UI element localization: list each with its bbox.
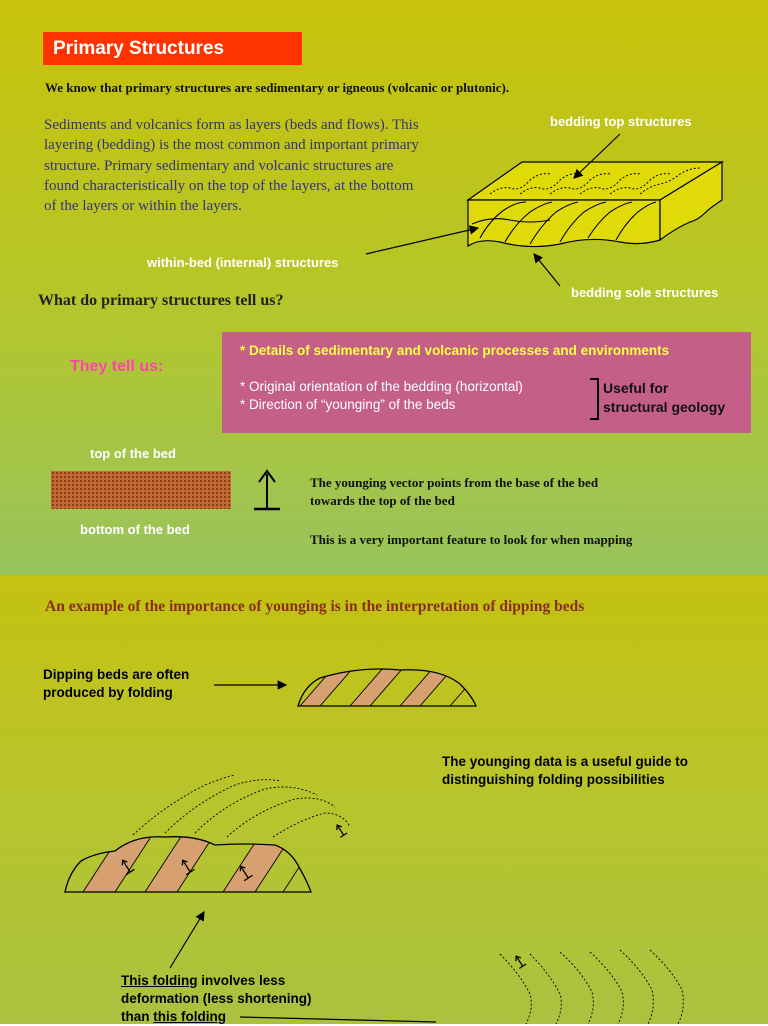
block-side-face: [659, 160, 723, 242]
folding-line-3-prefix: than: [121, 1009, 154, 1024]
useful-line-2: structural geology: [603, 399, 726, 415]
uses-box: * Details of sedimentary and volcanic pr…: [222, 332, 751, 433]
folding-comparison-note: This folding involves less deformation (…: [121, 972, 312, 1026]
label-bedding-sole: bedding sole structures: [571, 285, 719, 300]
fold-dashed-extensions: [132, 775, 351, 838]
top-ripple-marks: [489, 167, 701, 195]
diagram-pointers: [365, 133, 621, 287]
intro-text: We know that primary structures are sedi…: [45, 80, 510, 95]
dipping-beds-diagram: [214, 668, 477, 707]
they-tell-us-label: They tell us:: [70, 358, 164, 375]
younging-line-2: towards the top of the bed: [310, 493, 455, 508]
this-folding-link-1[interactable]: This folding: [121, 973, 198, 988]
younging-symbol-tight: [515, 955, 527, 969]
bedding-paragraph: Sediments and volcanics form as layers (…: [44, 117, 419, 215]
bracket-icon: [590, 378, 599, 420]
this-folding-pointer: [240, 1016, 437, 1023]
bullet-processes: * Details of sedimentary and volcanic pr…: [240, 343, 670, 358]
bedding-block-diagram: [466, 160, 725, 248]
folding-diagram-open: [64, 775, 351, 893]
folding-pointer: [169, 910, 205, 969]
dipping-line-2: produced by folding: [43, 685, 173, 700]
guide-line-1: The younging data is a useful guide to: [442, 754, 689, 769]
bed-sample: [51, 471, 231, 509]
younging-symbols: [121, 824, 348, 882]
slide-dipping-beds: [0, 575, 768, 1024]
younging-arrow-icon: [254, 469, 280, 511]
folding-diagram-tight: [499, 949, 684, 1024]
dipping-beds-note: Dipping beds are often produced by foldi…: [43, 666, 189, 702]
hill-stripes: [299, 669, 476, 706]
fold-stripes: [82, 836, 311, 892]
slide-title: Primary Structures: [43, 32, 302, 65]
bullet-younging: * Direction of “younging” of the beds: [240, 397, 456, 412]
block-front-face: [467, 199, 661, 248]
useful-note: Useful for structural geology: [603, 379, 725, 417]
younging-line-1: The younging vector points from the base…: [310, 475, 599, 490]
folding-line-2: deformation (less shortening): [121, 991, 312, 1006]
bullet-orientation: * Original orientation of the bedding (h…: [240, 379, 523, 394]
pointer-within: [365, 225, 480, 255]
folding-line-1-rest: involves less: [197, 973, 286, 988]
label-within-bed: within-bed (internal) structures: [147, 255, 339, 270]
pointer-sole: [533, 253, 561, 287]
dipping-line-1: Dipping beds are often: [43, 667, 190, 682]
younging-vector-text: The younging vector points from the base…: [310, 474, 598, 510]
question-heading: What do primary structures tell us?: [38, 292, 284, 309]
this-folding-link-2[interactable]: this folding: [153, 1009, 226, 1024]
label-bottom-of-bed: bottom of the bed: [80, 522, 190, 537]
pointer-top: [573, 133, 621, 179]
label-top-of-bed: top of the bed: [90, 446, 176, 461]
hill-outline: [297, 668, 477, 707]
dipping-beds-heading: An example of the importance of younging…: [45, 598, 585, 615]
younging-guide-note: The younging data is a useful guide to d…: [442, 753, 688, 789]
useful-line-1: Useful for: [603, 380, 669, 396]
chevron-lines: [499, 949, 684, 1024]
cross-bedding-lines: [471, 201, 657, 245]
mapping-note: This is a very important feature to look…: [310, 532, 633, 547]
fold-hill-outline: [64, 836, 312, 893]
label-bedding-top: bedding top structures: [550, 114, 692, 129]
guide-line-2: distinguishing folding possibilities: [442, 772, 665, 787]
